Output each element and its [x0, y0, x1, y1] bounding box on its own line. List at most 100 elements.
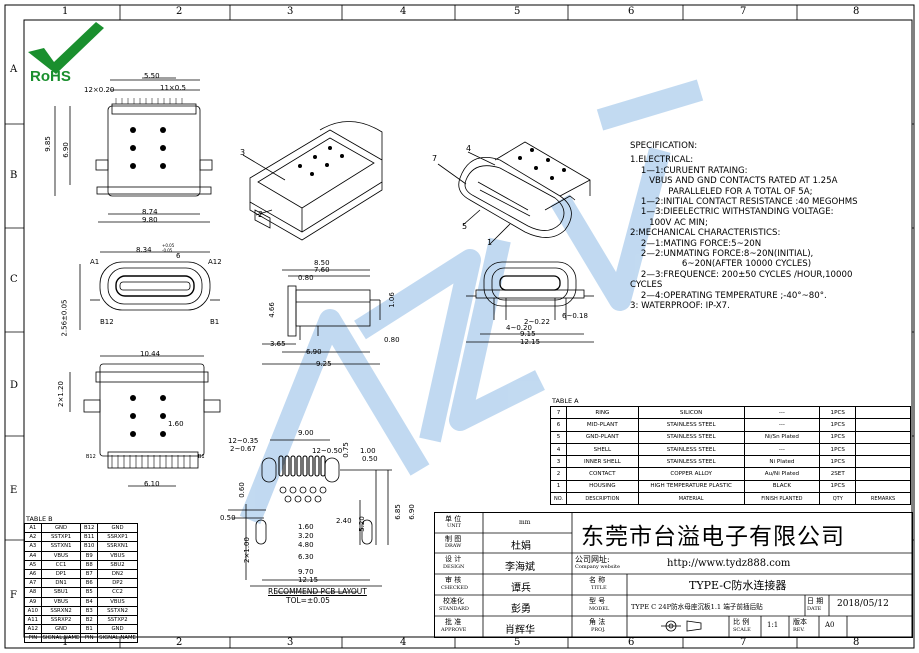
dim-label: 8.34	[136, 246, 152, 254]
pcb-tolerance: TOL=±0.05	[286, 596, 330, 605]
dim-label: 10.44	[140, 350, 161, 358]
dim-label: 12.15	[298, 576, 319, 584]
model-label: 型 号	[589, 597, 606, 605]
spec-line: 2—1:MATING FORCE:5~20N	[630, 238, 762, 249]
table-cell: B2	[80, 614, 99, 626]
date-label-en: DATE	[807, 606, 822, 612]
table-cell: Ni/Sn Plated	[743, 430, 821, 444]
dim-label: 7.60	[314, 266, 330, 274]
view-bottom	[69, 355, 221, 487]
website-value: http://www.tydz888.com	[667, 558, 791, 569]
table-header-cell: SIGNAL NAME	[40, 633, 82, 644]
dim-label: B1	[198, 454, 205, 460]
table-cell: MID-PLANT	[565, 418, 639, 432]
standard-label-en: STANDARD	[439, 606, 469, 612]
design-value: 李海斌	[505, 562, 535, 573]
table-cell: SBU1	[40, 587, 82, 598]
spec-line: 2—2:UNMATING FORCE:8~20N(INITIAL),	[630, 249, 814, 260]
table-cell: A11	[24, 614, 42, 626]
table-header-cell: PIN	[24, 633, 42, 644]
table-cell: Ni Plated	[743, 455, 821, 469]
rev-value: A0	[825, 621, 835, 629]
spec-line: 1—2:INITIAL CONTACT RESISTANCE :40 MEGOH…	[630, 197, 858, 208]
dim-label: 3.20	[298, 532, 314, 540]
spec-line: 100V AC MIN;	[630, 217, 708, 228]
ruler-row-b: B	[10, 170, 18, 181]
dim-label: 8.50	[314, 259, 330, 267]
table-cell: ---	[743, 405, 821, 420]
ruler-col-7-bottom: 7	[740, 637, 747, 648]
rev-label: 版本	[793, 618, 807, 626]
table-cell: SSTXN1	[40, 541, 82, 552]
table-header-cell: DESCRIPTION	[565, 492, 639, 506]
dim-label: 9.25	[316, 360, 332, 368]
table-cell: CC1	[40, 559, 82, 570]
dim-label: 11×0.5	[160, 84, 186, 92]
specification-block: SPECIFICATION: 1.ELECTRICAL: 1—1:CURUENT…	[630, 141, 858, 312]
table-cell: GND	[97, 624, 138, 635]
checked-value: 谭兵	[511, 583, 531, 594]
table-cell: STAINLESS STEEL	[637, 418, 745, 432]
dim-label: 2.40	[336, 517, 352, 525]
view-front-oval	[79, 251, 220, 330]
ruler-col-6-bottom: 6	[628, 637, 635, 648]
dim-label: 2×1.00	[242, 537, 251, 563]
table-cell: 1PCS	[819, 430, 857, 444]
table-cell: STAINLESS STEEL	[637, 455, 745, 469]
pcb-title: RECOMMEND PCB LAYOUT	[268, 587, 367, 596]
checked-label-en: CHECKED	[441, 585, 469, 591]
dim-label: 2~0.67	[230, 445, 256, 453]
table-cell: GND-PLANT	[565, 430, 639, 444]
view-front-right	[466, 261, 594, 343]
dim-label: 5.20	[357, 516, 366, 532]
dim-label: B1	[210, 318, 220, 326]
table-cell	[855, 455, 911, 469]
table-header-cell: PIN	[80, 633, 99, 644]
title-value: TYPE-C防水连接器	[689, 579, 787, 592]
dim-label: 8.74	[142, 208, 158, 216]
dim-label: 3.65	[270, 340, 286, 348]
callout-number: 5	[462, 222, 468, 231]
dim-label: 6~0.18	[562, 312, 588, 320]
ruler-col-3-bottom: 3	[287, 637, 294, 648]
callout-number: 1	[487, 238, 493, 247]
dim-label: 6.90	[407, 504, 416, 520]
callout-number: 4	[466, 144, 472, 153]
table-cell: RING	[565, 405, 639, 420]
rev-label-en: REV.	[793, 627, 805, 633]
table-cell: HIGH TEMPERATURE PLASTIC	[637, 479, 745, 494]
table-cell: 7	[550, 405, 567, 420]
table-cell: SSRXN2	[40, 605, 82, 616]
table-cell: A2	[24, 532, 42, 543]
ruler-row-d: D	[10, 380, 19, 391]
table-cell: VBUS	[97, 596, 138, 607]
scale-label: 比 例	[733, 618, 750, 626]
table-cell: HOUSING	[565, 479, 639, 494]
ruler-col-1: 1	[62, 6, 69, 17]
dim-label: 9.70	[298, 568, 314, 576]
dim-label: 9.80	[142, 216, 158, 224]
ruler-col-2: 2	[176, 6, 183, 17]
design-label-en: DESIGN	[443, 564, 465, 570]
callout-number: 3	[240, 148, 246, 157]
table-cell: DN2	[97, 568, 138, 580]
spec-line: 1—3:DIEELECTRIC WITHSTANDING VOLTAGE:	[630, 207, 834, 218]
dim-label: 5.50	[144, 72, 160, 80]
table-cell: 3	[550, 455, 567, 469]
ruler-col-5-bottom: 5	[514, 637, 521, 648]
spec-line: 1.ELECTRICAL:	[630, 155, 694, 166]
table-cell: STAINLESS STEEL	[637, 442, 745, 457]
dim-label: 4~0.20	[506, 324, 532, 332]
dim-label: 1.00	[360, 447, 376, 455]
projection-symbol	[661, 620, 702, 632]
model-value: TYPE C 24P防水母座沉板1.1 端子前插后贴	[631, 603, 763, 611]
view-side	[262, 269, 381, 365]
ruler-row-e: E	[10, 485, 18, 496]
